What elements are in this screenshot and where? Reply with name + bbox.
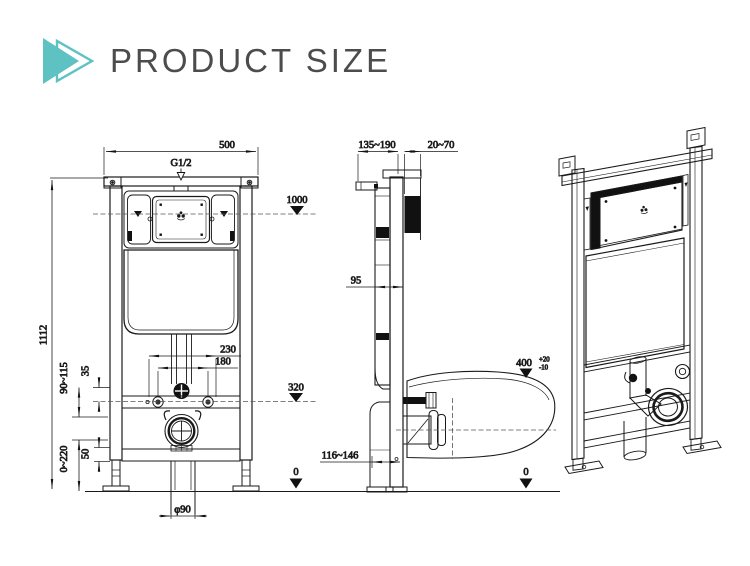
left-rail-3d — [571, 167, 585, 461]
cistern-side — [374, 187, 391, 386]
foot-plate-3d — [682, 440, 722, 455]
side-view-dimensions: 135~190 20~70 95 400 +20 -10 116~146 0 0 — [289, 140, 551, 489]
dim-outlet-depth: 116~146 — [322, 451, 359, 462]
dim-top-datum: 1000 — [287, 195, 308, 206]
water-inlet — [355, 181, 378, 191]
flush-plate-window — [151, 195, 211, 244]
fixing-bolt-side — [403, 397, 426, 404]
top-bar-3d — [561, 148, 713, 187]
dim-bolt-span-outer: 230 — [220, 345, 236, 356]
right-rail-3d — [689, 145, 703, 441]
dim-drain-diameter: φ90 — [174, 505, 191, 516]
dim-offset-35: 35 — [81, 366, 92, 377]
outlet-fitting-3d — [647, 387, 689, 427]
wall-bracket — [686, 126, 706, 150]
dim-bowl-height: 400 — [516, 358, 532, 369]
fixing-bolt — [152, 396, 164, 408]
dim-range-0-220: 0~220 — [59, 446, 70, 473]
flush-plate-side — [404, 196, 421, 233]
dim-overall-height: 1112 — [39, 325, 50, 345]
cistern-tank-3d — [585, 237, 685, 369]
page-header: PRODUCT SIZE — [42, 36, 391, 86]
dim-frame-depth: 135~190 — [358, 140, 395, 151]
flush-pipe — [171, 334, 192, 384]
foot-plate — [385, 486, 408, 493]
right-rail — [239, 185, 253, 461]
toilet-bowl — [406, 370, 556, 459]
frame-rail-side — [389, 176, 404, 488]
dim-floor-datum-left: 0 — [293, 467, 298, 478]
side-view — [355, 169, 556, 493]
wall-bracket — [558, 155, 576, 177]
dim-floor-datum-right: 0 — [523, 467, 528, 478]
perspective-view — [558, 126, 722, 475]
dim-bowl-height-tol-plus: +20 — [539, 357, 550, 364]
datum-triangle — [290, 206, 304, 215]
page-title: PRODUCT SIZE — [110, 42, 392, 79]
dim-width: 500 — [219, 140, 235, 151]
front-view-dimensions: 500 G1/2 1000 1112 230 180 320 — [38, 140, 318, 519]
datum-triangle — [519, 478, 533, 489]
foot-plate — [102, 485, 130, 492]
left-rail — [109, 185, 123, 461]
fixing-bolt — [202, 396, 214, 408]
double-chevron-icon — [43, 38, 95, 84]
dim-mid-datum: 320 — [288, 383, 304, 394]
drain-elbow — [369, 401, 390, 415]
dim-tank-depth: 95 — [351, 276, 362, 287]
dim-inlet-thread: G1/2 — [171, 158, 192, 169]
dim-bowl-height-tol-minus: -10 — [539, 365, 549, 372]
elbow-3d — [628, 394, 662, 417]
front-view — [102, 176, 260, 515]
dim-range-90-115: 90~115 — [59, 362, 70, 394]
inlet-stub — [173, 185, 189, 192]
drain-outlet — [164, 413, 199, 449]
dim-offset-50: 50 — [81, 449, 92, 460]
foot-plate — [232, 485, 260, 492]
cistern-tank — [123, 249, 239, 335]
flush-plate-window-3d — [590, 175, 683, 251]
datum-triangle — [519, 368, 533, 378]
datum-triangle — [289, 478, 303, 489]
dim-wall-thickness: 20~70 — [428, 140, 455, 151]
foot-plate-3d — [564, 460, 604, 475]
dim-bolt-span-inner: 180 — [215, 357, 231, 368]
panel-frame — [123, 190, 239, 249]
datum-triangle — [289, 393, 303, 402]
